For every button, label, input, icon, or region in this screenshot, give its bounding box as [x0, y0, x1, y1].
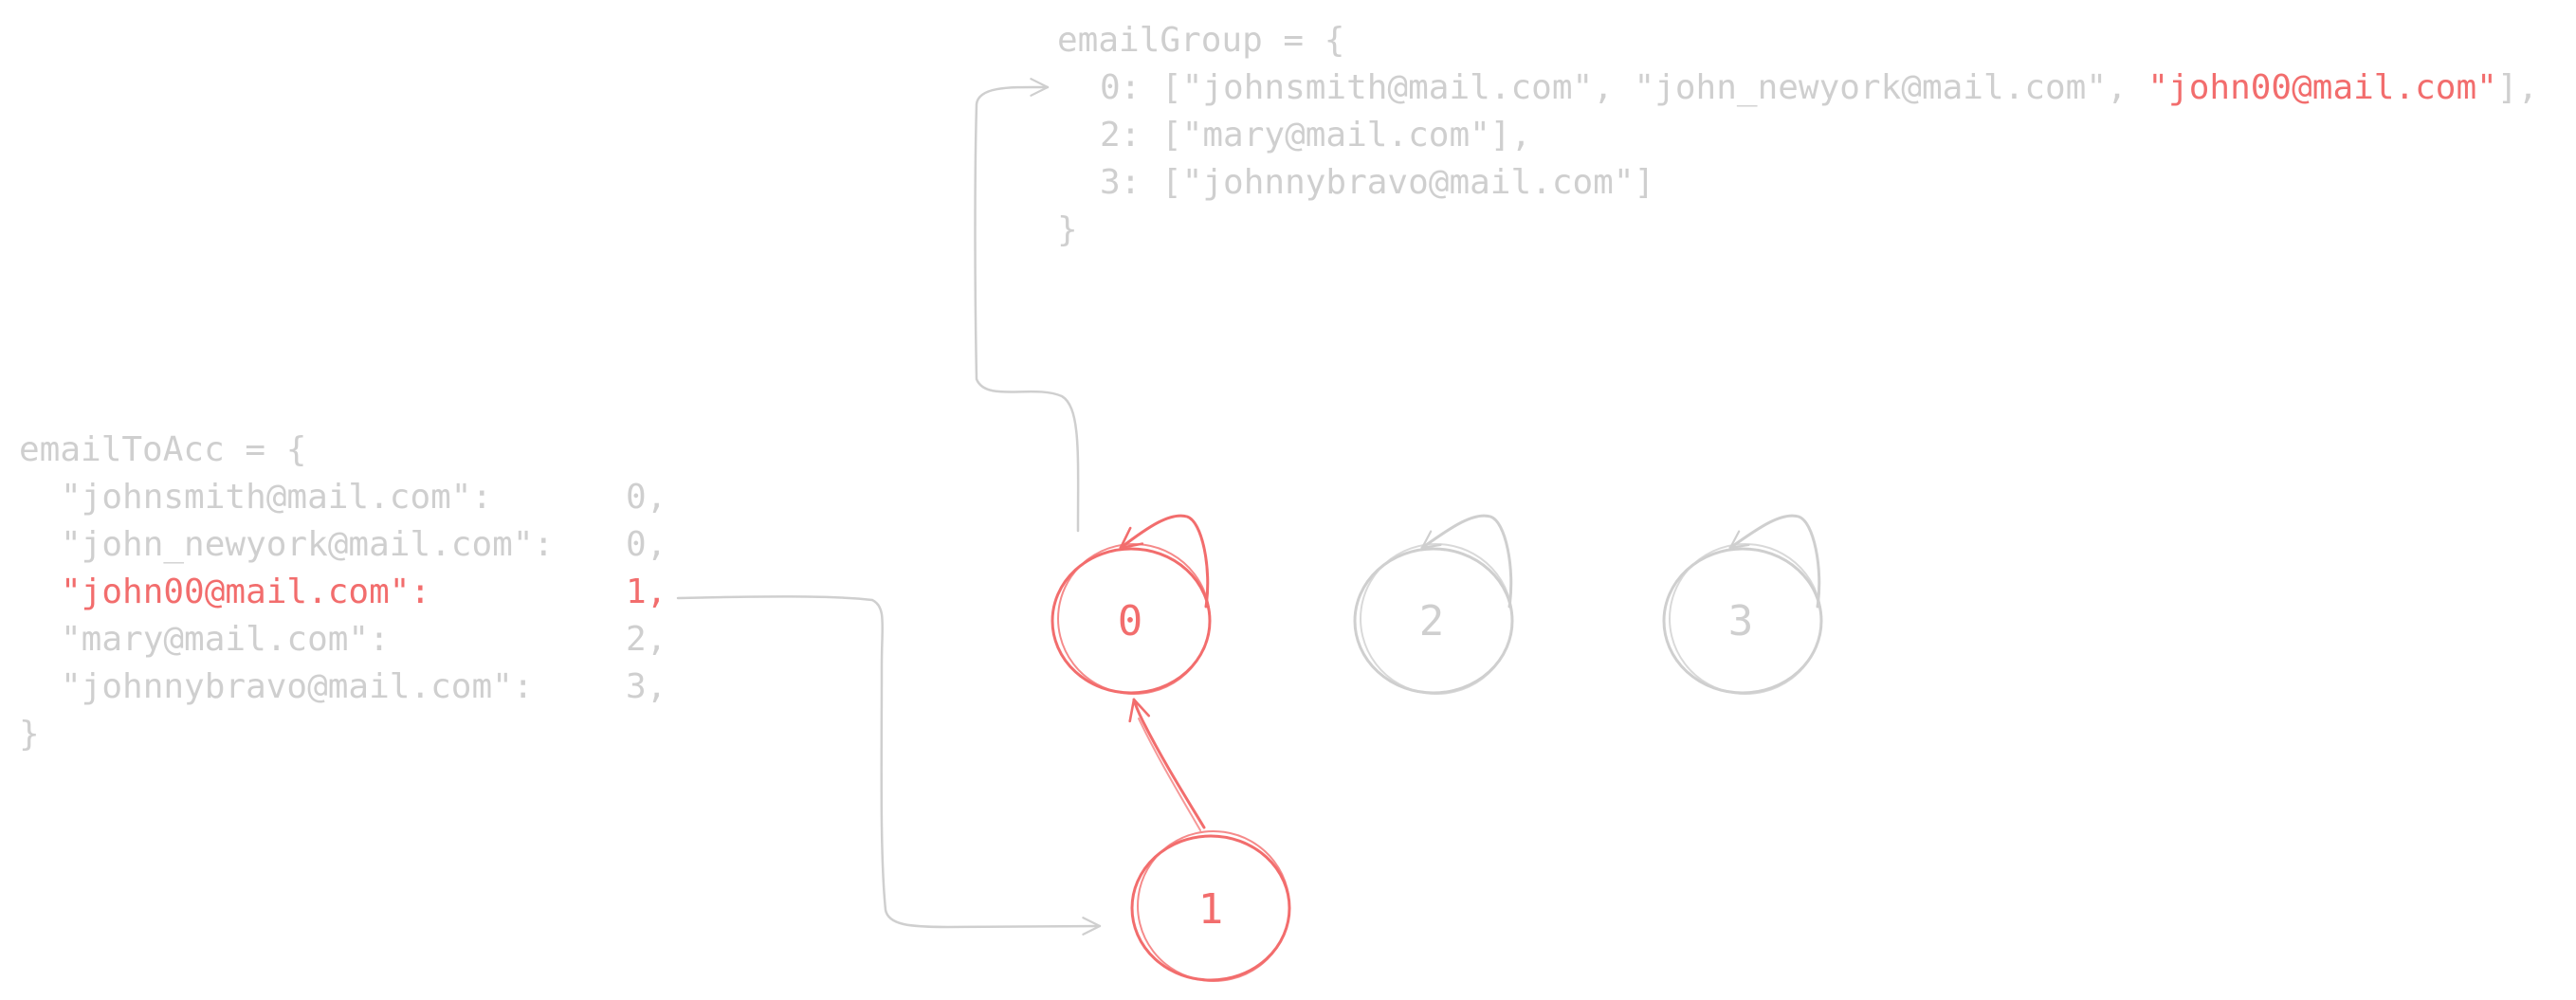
email-group-footer: }	[1057, 210, 1078, 249]
email-to-acc-value: 0,	[626, 525, 667, 564]
email-to-acc-key: "johnnybravo@mail.com":	[61, 667, 534, 706]
john00-to-node-1-arrow	[676, 595, 1102, 936]
email-to-acc-value: 0,	[626, 478, 667, 517]
node-2-label: 2	[1419, 597, 1445, 645]
email-group-header: emailGroup = {	[1057, 21, 1344, 60]
node-3-label: 3	[1728, 597, 1754, 645]
email-to-acc-key: "mary@mail.com":	[61, 620, 390, 659]
node-0-label: 0	[1118, 597, 1143, 645]
email-to-acc-header: emailToAcc = {	[19, 430, 306, 469]
email-group-line-0: 0: ["johnsmith@mail.com", "john_newyork@…	[1100, 68, 2538, 107]
email-to-acc-key: "john_newyork@mail.com":	[61, 525, 554, 564]
email-to-acc-key-highlight: "john00@mail.com":	[61, 573, 430, 611]
email-group-block: emailGroup = { 0: ["johnsmith@mail.com",…	[1057, 21, 2538, 249]
node-1: 1	[1130, 829, 1291, 983]
node-3: 3	[1662, 514, 1823, 696]
node-0: 0	[1050, 514, 1212, 696]
email-group-line-0-prefix: 0: ["johnsmith@mail.com", "john_newyork@…	[1100, 68, 2147, 107]
node-0-self-loop-arrow	[1119, 514, 1210, 609]
email-group-line-0-highlight: "john00@mail.com"	[2147, 68, 2496, 107]
email-to-acc-block: emailToAcc = { "johnsmith@mail.com": 0, …	[19, 430, 667, 754]
email-to-acc-key: "johnsmith@mail.com":	[61, 478, 492, 517]
email-to-acc-footer: }	[19, 715, 40, 754]
email-to-acc-value: 3,	[626, 667, 667, 706]
node-2: 2	[1353, 514, 1514, 696]
email-to-acc-value-highlight: 1,	[626, 573, 667, 611]
email-group-line-3: 3: ["johnnybravo@mail.com"]	[1100, 163, 1654, 202]
node-1-to-node-0-arrow	[1128, 698, 1206, 829]
email-group-line-0-suffix: ],	[2497, 68, 2538, 107]
email-group-line-2: 2: ["mary@mail.com"],	[1100, 116, 1531, 155]
node-1-to-node-0-arrow-echo	[1138, 718, 1201, 831]
email-to-acc-value: 2,	[626, 620, 667, 659]
node-1-label: 1	[1198, 885, 1224, 934]
node-3-self-loop-arrow	[1728, 514, 1821, 609]
node-2-self-loop-arrow	[1420, 514, 1513, 609]
node-0-to-email-group-arrow	[974, 78, 1080, 533]
